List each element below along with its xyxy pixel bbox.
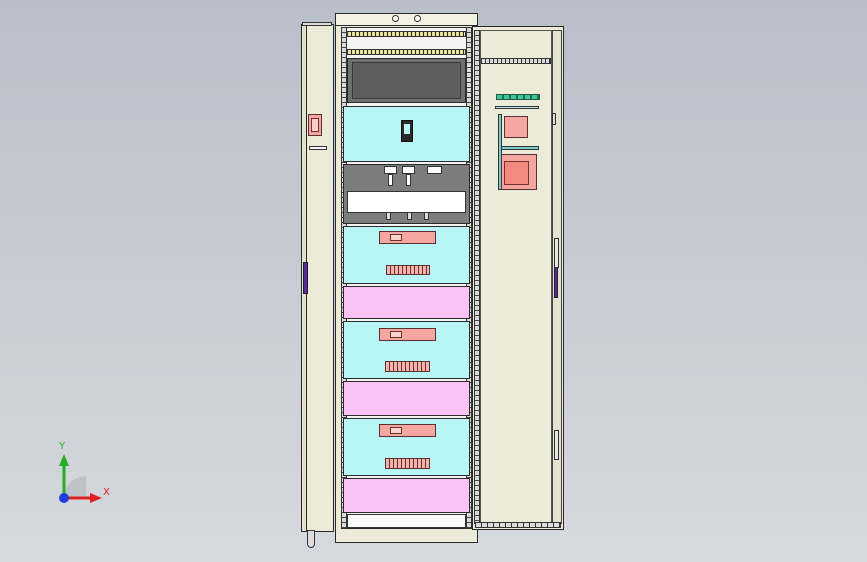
right-door-top-rail <box>481 58 551 64</box>
module-1-terminal-strip <box>386 265 430 275</box>
cable-tray-window <box>352 62 461 99</box>
cabinet-top-cap <box>335 13 478 26</box>
indicator-label-bar <box>495 106 539 109</box>
left-door-nameplate-detail <box>311 118 319 132</box>
right-door-latch <box>552 113 556 125</box>
terminal-clamp-2 <box>402 166 415 174</box>
control-meter-small <box>504 116 528 138</box>
din-rail-top <box>347 31 466 37</box>
control-meter-large-screen <box>504 161 529 185</box>
control-meter-rail <box>498 114 502 190</box>
module-1-display <box>379 231 436 244</box>
din-rail-second <box>347 49 466 55</box>
terminal-lug-3 <box>424 212 429 220</box>
module-3-display <box>379 424 436 437</box>
right-door-inner-panel <box>480 30 552 524</box>
left-door-label-bar <box>309 146 327 150</box>
control-label-bar <box>501 146 539 150</box>
cabinet-base-gap <box>347 514 466 528</box>
module-3-screen <box>390 427 402 434</box>
hinge-icon <box>554 430 559 460</box>
axis-x-label: X <box>103 487 110 498</box>
axis-y-label: Y <box>59 441 66 452</box>
terminal-window <box>347 191 466 213</box>
blank-panel-1 <box>343 286 470 319</box>
breaker-handle <box>404 124 410 134</box>
right-door-bottom-rail <box>475 522 561 528</box>
hinge-icon <box>307 530 315 548</box>
module-2-terminal-strip <box>385 361 430 372</box>
terminal-lug-2 <box>407 212 412 220</box>
module-3-terminal-strip <box>385 458 430 469</box>
hinge-icon <box>554 238 559 268</box>
terminal-clamp-1 <box>384 166 397 174</box>
terminal-lug-1 <box>386 212 391 220</box>
terminal-bar-1 <box>388 174 393 186</box>
module-2-display <box>379 328 436 341</box>
blank-panel-3 <box>343 478 470 513</box>
screw-icon <box>414 15 421 22</box>
terminal-bar-2 <box>406 174 411 186</box>
indicator-lamp-row <box>496 94 540 100</box>
screw-icon <box>392 15 399 22</box>
module-2-screen <box>390 331 402 338</box>
module-1-screen <box>390 234 402 241</box>
xyz-triad-icon <box>59 454 102 503</box>
left-door-top-lip <box>302 22 332 26</box>
door-lock-icon <box>303 262 308 294</box>
terminal-clamp-3 <box>427 166 442 174</box>
blank-panel-2 <box>343 381 470 416</box>
